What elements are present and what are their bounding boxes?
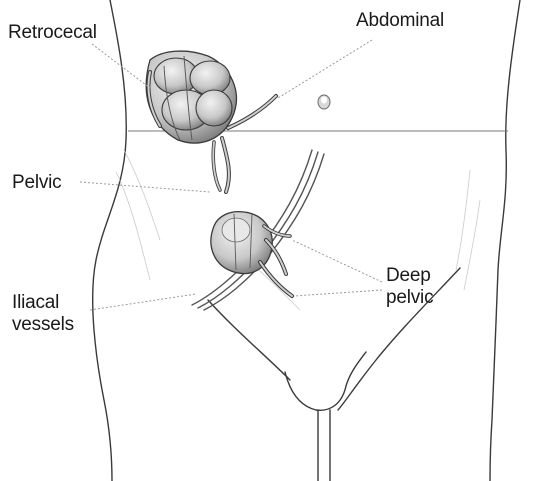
navel-icon (318, 95, 330, 109)
label-deep-pelvic-line2: pelvic (386, 287, 433, 309)
leader-deep-pelvic-upper (292, 240, 382, 282)
label-pelvic: Pelvic (12, 172, 61, 194)
label-iliacal-line1: Iliacal (12, 292, 74, 314)
label-pelvic-text: Pelvic (12, 172, 61, 194)
leader-deep-pelvic-lower (294, 290, 382, 296)
label-deep-pelvic: Deep pelvic (386, 265, 433, 309)
label-iliacal-line2: vessels (12, 314, 74, 336)
label-abdominal-text: Abdominal (356, 10, 444, 32)
upper-organ-cluster (146, 51, 276, 192)
label-iliacal-vessels: Iliacal vessels (12, 292, 74, 336)
label-retrocecal: Retrocecal (8, 22, 97, 44)
leader-retrocecal (92, 44, 150, 88)
leader-pelvic (80, 182, 210, 192)
leader-iliacal (90, 294, 196, 310)
lower-organ (211, 212, 292, 296)
label-abdominal: Abdominal (356, 10, 444, 32)
label-retrocecal-text: Retrocecal (8, 22, 97, 44)
label-deep-pelvic-line1: Deep (386, 265, 433, 287)
leader-abdominal (278, 40, 372, 98)
